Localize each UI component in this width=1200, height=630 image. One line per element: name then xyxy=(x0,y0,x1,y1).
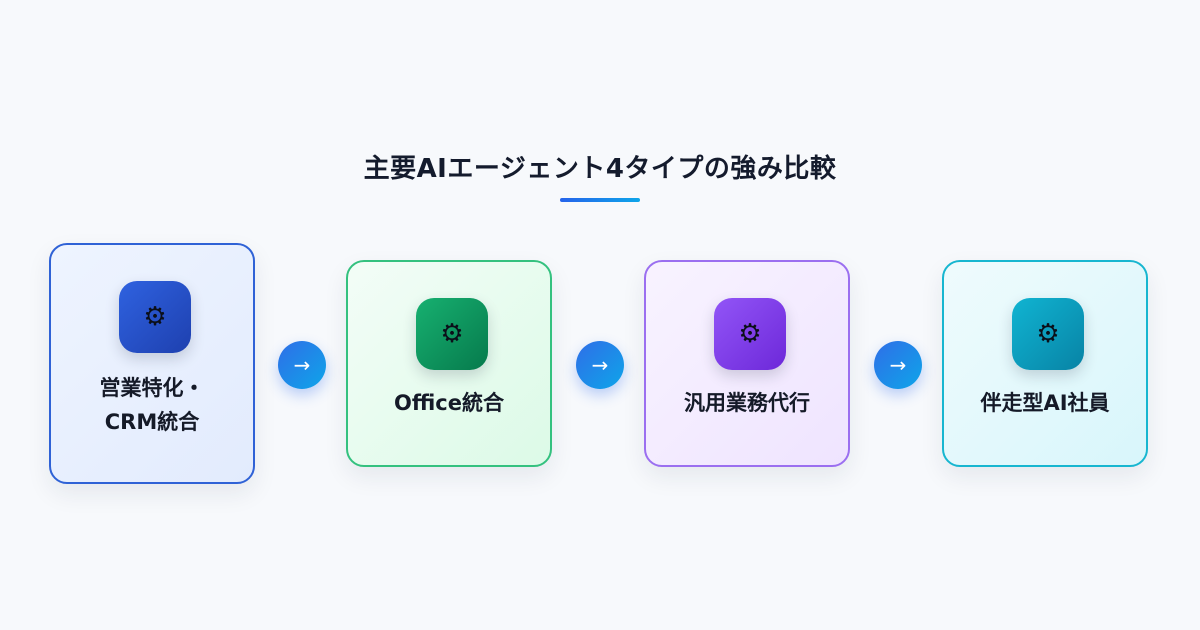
title-underline xyxy=(560,198,640,202)
agent-type-card-ai-employee: ⚙ 伴走型AI社員 xyxy=(942,260,1148,467)
agent-type-card-general: ⚙ 汎用業務代行 xyxy=(644,260,850,467)
arrow-glyph: → xyxy=(889,353,907,377)
icon-tile: ⚙ xyxy=(1012,298,1084,370)
card-label-line-2: CRM統合 xyxy=(104,410,200,434)
agent-type-card-office: ⚙ Office統合 xyxy=(346,260,552,467)
gear-icon: ⚙ xyxy=(738,319,762,349)
arrow-glyph: → xyxy=(293,353,311,377)
gear-icon: ⚙ xyxy=(143,302,167,332)
icon-tile: ⚙ xyxy=(119,281,191,353)
arrow-right-icon: → xyxy=(278,341,326,389)
gear-icon: ⚙ xyxy=(1036,319,1060,349)
diagram-title: 主要AIエージェント4タイプの強み比較 xyxy=(363,154,837,184)
agent-type-card-sales-crm: ⚙ 営業特化・ CRM統合 xyxy=(49,243,255,484)
arrow-right-icon: → xyxy=(576,341,624,389)
arrow-right-icon: → xyxy=(874,341,922,389)
card-label: 汎用業務代行 xyxy=(684,391,810,415)
card-label: 伴走型AI社員 xyxy=(980,391,1110,415)
gear-icon: ⚙ xyxy=(440,319,464,349)
card-label: 営業特化・ CRM統合 xyxy=(51,371,253,439)
icon-tile: ⚙ xyxy=(416,298,488,370)
card-label: Office統合 xyxy=(394,391,504,415)
icon-tile: ⚙ xyxy=(714,298,786,370)
card-label-line-1: 営業特化・ xyxy=(99,376,205,400)
arrow-glyph: → xyxy=(591,353,609,377)
